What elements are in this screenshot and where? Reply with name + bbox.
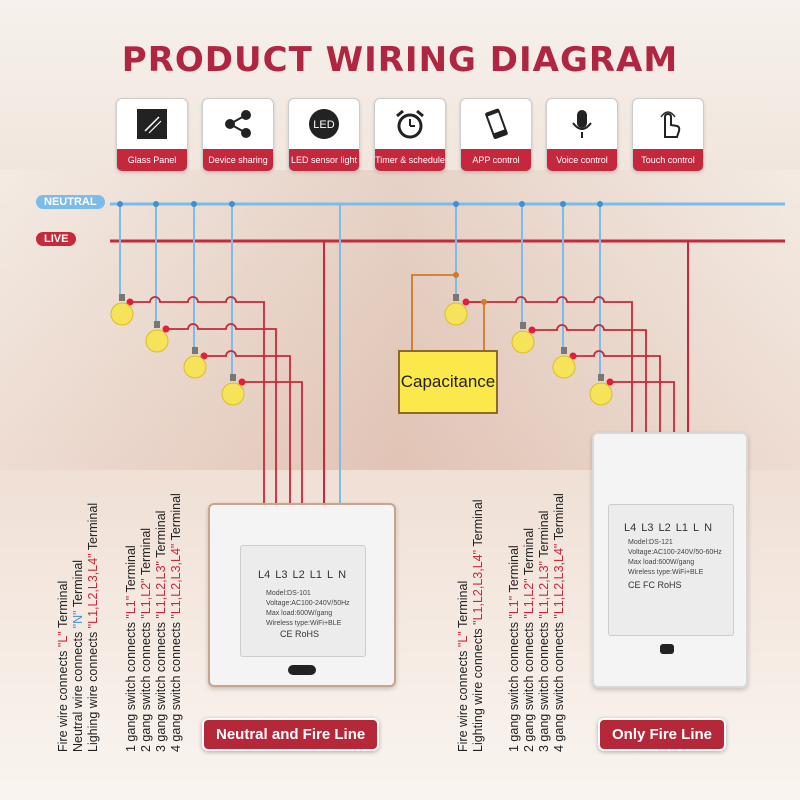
bulb-icon [444,294,468,326]
feature-led: LED LED sensor light [288,98,360,172]
bulb-icon [183,347,207,379]
note-g4-left: 4 gang switch connects "L1,L2,L3,L4" Ter… [169,493,183,752]
feature-timer: Timer & schedule [374,98,446,172]
feature-glass-panel: Glass Panel [116,98,188,172]
svg-text:LED: LED [313,119,334,131]
note-fire-right: Fire wire connects "L" Terminal [456,580,470,752]
page-title: PRODUCT WIRING DIAGRAM [121,40,679,80]
right-switch-slot [660,644,674,654]
right-switch-module [608,504,734,636]
note-g1-left: 1 gang switch connects "L1" Terminal [124,545,138,752]
bulb-icon [110,294,134,326]
note-lighting-right: Lighting wire connects "L1,L2,L3,L4" Ter… [471,499,485,752]
glass-panel-icon [135,99,169,149]
note-g3-right: 3 gang switch connects "L1,L2,L3" Termin… [537,510,551,752]
left-certs: CE RoHS [280,629,320,639]
bulb-icon [589,374,613,406]
left-lamp-wires [130,296,303,560]
left-bulbs [110,294,245,406]
label-only-fire: Only Fire Line [598,718,727,751]
note-fire-left: Fire wire connects "L" Terminal [56,580,70,752]
note-g2-right: 2 gang switch connects "L1,L2" Terminal [522,527,536,752]
note-neutral-left: Neutral wire connects "N" Terminal [71,559,85,752]
bulb-icon [145,321,169,353]
bulb-icon [511,322,535,354]
alarm-clock-icon [393,99,427,149]
label-neutral-fire: Neutral and Fire Line [202,718,380,751]
neutral-label: NEUTRAL [36,195,105,209]
neutral-dots [117,201,603,564]
microphone-icon [565,99,599,149]
left-switch-module [240,545,366,657]
note-g3-left: 3 gang switch connects "L1,L2,L3" Termin… [154,510,168,752]
touch-hand-icon [651,99,685,149]
right-bulbs [444,294,613,406]
feature-touch: Touch control [632,98,704,172]
left-switch-slot [288,665,316,675]
feature-voice: Voice control [546,98,618,172]
right-lamp-wires [466,296,675,490]
feature-app: APP control [460,98,532,172]
feature-device-sharing: Device sharing [202,98,274,172]
bulb-icon [552,347,576,379]
note-g1-right: 1 gang switch connects "L1" Terminal [507,545,521,752]
feature-row: Glass Panel Device sharing LED LED senso… [116,98,704,172]
right-certs: CE FC RoHS [628,580,682,590]
note-lighting-left: Lighing wire connects "L1,L2,L3,L4" Term… [86,502,100,752]
note-g2-left: 2 gang switch connects "L1,L2" Terminal [139,527,153,752]
phone-icon [479,99,513,149]
live-label: LIVE [36,232,77,246]
capacitance-box: Capacitance [398,350,498,414]
led-icon: LED [307,99,341,149]
bulb-icon [221,374,245,406]
note-g4-right: 4 gang switch connects "L1,L2,L3,L4" Ter… [552,493,566,752]
share-icon [221,99,255,149]
